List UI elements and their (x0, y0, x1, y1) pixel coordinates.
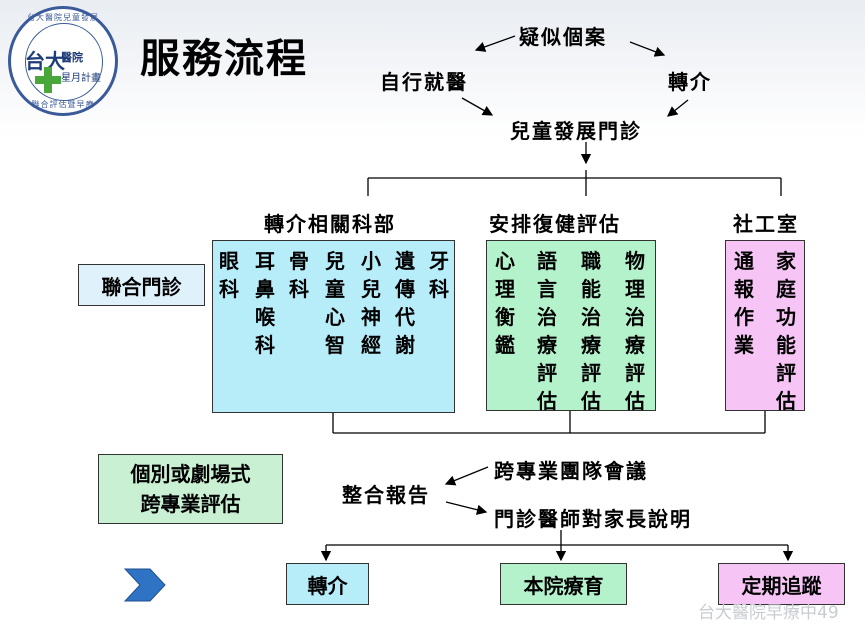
outcome-therapy-box: 本院療育 (500, 563, 627, 605)
dept-col-child-mind: 兒童心智 (325, 249, 345, 357)
dept-col-dental: 牙科 (429, 249, 449, 301)
social-box: 通報作業 家庭功能評估 (725, 240, 805, 413)
integrated-report-label: 整合報告 (342, 483, 430, 507)
referral-label: 轉介 (668, 70, 712, 94)
dept-box: 眼科 耳鼻喉科 骨科 兒童心智 小兒神經 遺傳代謝 牙科 (212, 240, 455, 413)
social-col-family: 家庭功能評估 (776, 249, 796, 413)
rehab-col-speech: 語言治療評估 (537, 249, 557, 413)
suspected-case-label: 疑似個案 (519, 25, 607, 49)
individual-eval-box: 個別或劇場式 跨專業評估 (98, 454, 283, 524)
rehab-col-psych: 心理衡鑑 (495, 249, 515, 357)
logo-ring-text-bottom: 聯合評估暨早療 (31, 100, 95, 109)
social-heading: 社工室 (733, 212, 799, 236)
individual-eval-line1: 個別或劇場式 (130, 462, 251, 486)
logo-ring-text-top: 台大醫院兒童發展 (27, 13, 99, 22)
dept-col-neuro: 小兒神經 (361, 249, 381, 357)
page-title: 服務流程 (140, 35, 308, 82)
team-meeting-label: 跨專業團隊會議 (494, 459, 648, 483)
cross-icon (35, 67, 61, 93)
rehab-heading: 安排復健評估 (489, 212, 621, 236)
self-visit-label: 自行就醫 (380, 70, 468, 94)
rehab-box: 心理衡鑑 語言治療評估 職能治療評估 物理治療評估 (486, 240, 656, 413)
dept-col-genetic: 遺傳代謝 (395, 249, 415, 357)
social-col-report: 通報作業 (734, 249, 754, 357)
dev-clinic-label: 兒童發展門診 (510, 119, 642, 143)
logo-inner (25, 23, 103, 101)
dept-col-eye: 眼科 (219, 249, 239, 301)
header-band (0, 0, 865, 136)
rehab-col-pt: 物理治療評估 (625, 249, 645, 413)
watermark: 台大醫院早療中49 (698, 603, 839, 623)
hospital-logo: 台大醫院兒童發展 台大 醫院 星月計畫 聯合評估暨早療 (8, 6, 118, 116)
parent-explain-label: 門診醫師對家長說明 (494, 507, 692, 531)
dept-col-ent: 耳鼻喉科 (255, 249, 275, 357)
outcome-refer-box: 轉介 (286, 563, 369, 605)
rehab-col-ot: 職能治療評估 (581, 249, 601, 413)
dept-heading: 轉介相關科部 (264, 212, 396, 236)
outcome-followup-box: 定期追蹤 (718, 563, 845, 605)
individual-eval-line2: 跨專業評估 (140, 492, 241, 516)
chevron-right-icon (123, 568, 166, 602)
dept-col-ortho: 骨科 (289, 249, 309, 301)
logo-sub2: 星月計畫 (61, 73, 101, 84)
logo-sub1: 醫院 (61, 51, 83, 64)
joint-clinic-box: 聯合門診 (78, 264, 205, 306)
